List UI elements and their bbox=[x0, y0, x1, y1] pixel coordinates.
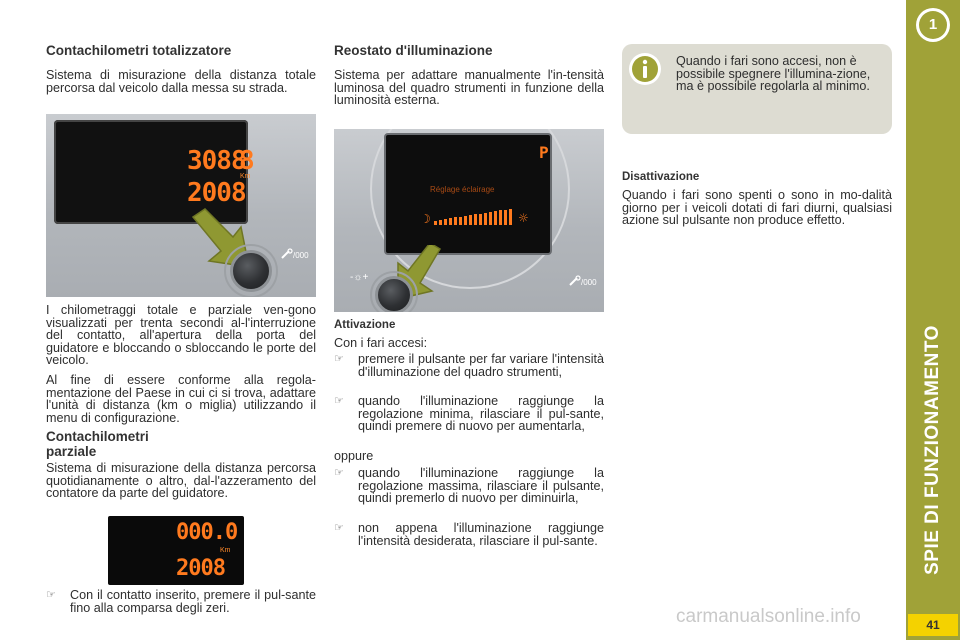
svg-text:☽: ☽ bbox=[420, 212, 431, 226]
bullet-a-1: ☞ premere il pulsante per far variare l'… bbox=[334, 353, 604, 378]
info-text: Quando i fari sono accesi, non è possibi… bbox=[676, 54, 871, 94]
heading-total-odometer: Contachilometri totalizzatore bbox=[46, 43, 232, 58]
pointing-hand-icon: ☞ bbox=[46, 589, 56, 601]
para-display-duration: I chilometraggi totale e parziale ven-go… bbox=[46, 303, 316, 368]
trip-display: 000.0 Km 2008 bbox=[108, 516, 244, 585]
chapter-title: SPIE DI FUNZIONAMENTO bbox=[906, 300, 960, 600]
trip-display-unit: Km bbox=[220, 547, 231, 554]
para-deactivation: Quando i fari sono spenti o sono in mo-d… bbox=[622, 188, 892, 228]
odometer-screen bbox=[54, 120, 248, 224]
trip-display-top-value: 000.0 bbox=[176, 520, 238, 545]
bullet-a-2: ☞ quando l'illuminazione raggiunge la re… bbox=[334, 395, 604, 433]
bullet-b-2-text: non appena l'illuminazione raggiunge l'i… bbox=[358, 521, 604, 548]
rheostat-photo: P Réglage éclairage ☽ ☼ -☼+ bbox=[334, 129, 604, 312]
para-partial-odometer: Sistema di misurazione della distanza pe… bbox=[46, 461, 316, 501]
bullet-a-1-text: premere il pulsante per far variare l'in… bbox=[358, 352, 604, 379]
heading-partial-line1: Contachilometri bbox=[46, 429, 149, 444]
heading-rheostat: Reostato d'illuminazione bbox=[334, 43, 493, 58]
svg-text:/000: /000 bbox=[293, 251, 309, 260]
trip-display-bottom-value: 2008 bbox=[176, 556, 226, 581]
chapter-number-badge: 1 bbox=[916, 8, 950, 42]
pointing-hand-icon: ☞ bbox=[334, 353, 344, 365]
odometer-trip-value: 2008 bbox=[187, 178, 247, 208]
pointing-hand-icon: ☞ bbox=[334, 395, 344, 407]
bullet-b-1-text: quando l'illuminazione raggiunge la rego… bbox=[358, 466, 604, 506]
dimmer-screen: P Réglage éclairage ☽ ☼ bbox=[384, 133, 552, 255]
bullet-b-2: ☞ non appena l'illuminazione raggiunge l… bbox=[334, 522, 604, 547]
knob-ring bbox=[370, 271, 418, 312]
chapter-number: 1 bbox=[919, 11, 947, 39]
bullet-a-2-text: quando l'illuminazione raggiunge la rego… bbox=[358, 394, 604, 434]
para-or: oppure bbox=[334, 449, 374, 463]
chapter-side-tab bbox=[906, 0, 960, 640]
dimmer-minus-label: -☼+ bbox=[350, 272, 369, 283]
bullet-b-1: ☞ quando l'illuminazione raggiunge la re… bbox=[334, 467, 604, 505]
dimmer-button[interactable] bbox=[375, 276, 413, 312]
gear-indicator: P bbox=[539, 143, 549, 162]
page-number: 41 bbox=[908, 614, 958, 636]
info-box bbox=[622, 44, 892, 134]
info-icon bbox=[629, 53, 661, 85]
pointing-hand-icon: ☞ bbox=[334, 522, 344, 534]
heading-partial-odometer: Contachilometri parziale bbox=[46, 429, 316, 459]
odometer-total-value: 3088 bbox=[187, 146, 247, 176]
heading-activation: Attivazione bbox=[334, 319, 396, 331]
svg-text:☼: ☼ bbox=[518, 211, 529, 225]
wrench-icon: /000 bbox=[569, 275, 597, 287]
heading-deactivation: Disattivazione bbox=[622, 171, 700, 183]
bullet-reset-text: Con il contatto inserito, premere il pul… bbox=[70, 588, 316, 615]
dimmer-bar-graph: ☽ ☼ bbox=[420, 209, 529, 226]
heading-partial-line2: parziale bbox=[46, 444, 97, 459]
wrench-icon: /000 bbox=[281, 248, 309, 260]
pointing-hand-icon: ☞ bbox=[334, 467, 344, 479]
trip-reset-button[interactable] bbox=[230, 250, 272, 292]
odometer-unit: Km bbox=[240, 173, 251, 180]
bullet-reset: ☞ Con il contatto inserito, premere il p… bbox=[46, 589, 316, 614]
dimmer-caption: Réglage éclairage bbox=[430, 185, 495, 194]
chapter-title-text: SPIE DI FUNZIONAMENTO bbox=[922, 325, 943, 575]
odometer-photo: 3088 8 Km 2008 /000 bbox=[46, 114, 316, 297]
para-activation-lead: Con i fari accesi: bbox=[334, 336, 428, 350]
para-rheostat-intro: Sistema per adattare manualmente l'in-te… bbox=[334, 68, 604, 108]
para-total-odometer: Sistema di misurazione della distanza to… bbox=[46, 68, 316, 95]
para-distance-unit: Al fine di essere conforme alla regola-m… bbox=[46, 373, 316, 425]
svg-text:/000: /000 bbox=[581, 278, 597, 287]
odometer-total-decimal: 8 bbox=[239, 146, 255, 176]
watermark: carmanualsonline.info bbox=[676, 606, 861, 627]
knob-ring bbox=[224, 244, 278, 297]
